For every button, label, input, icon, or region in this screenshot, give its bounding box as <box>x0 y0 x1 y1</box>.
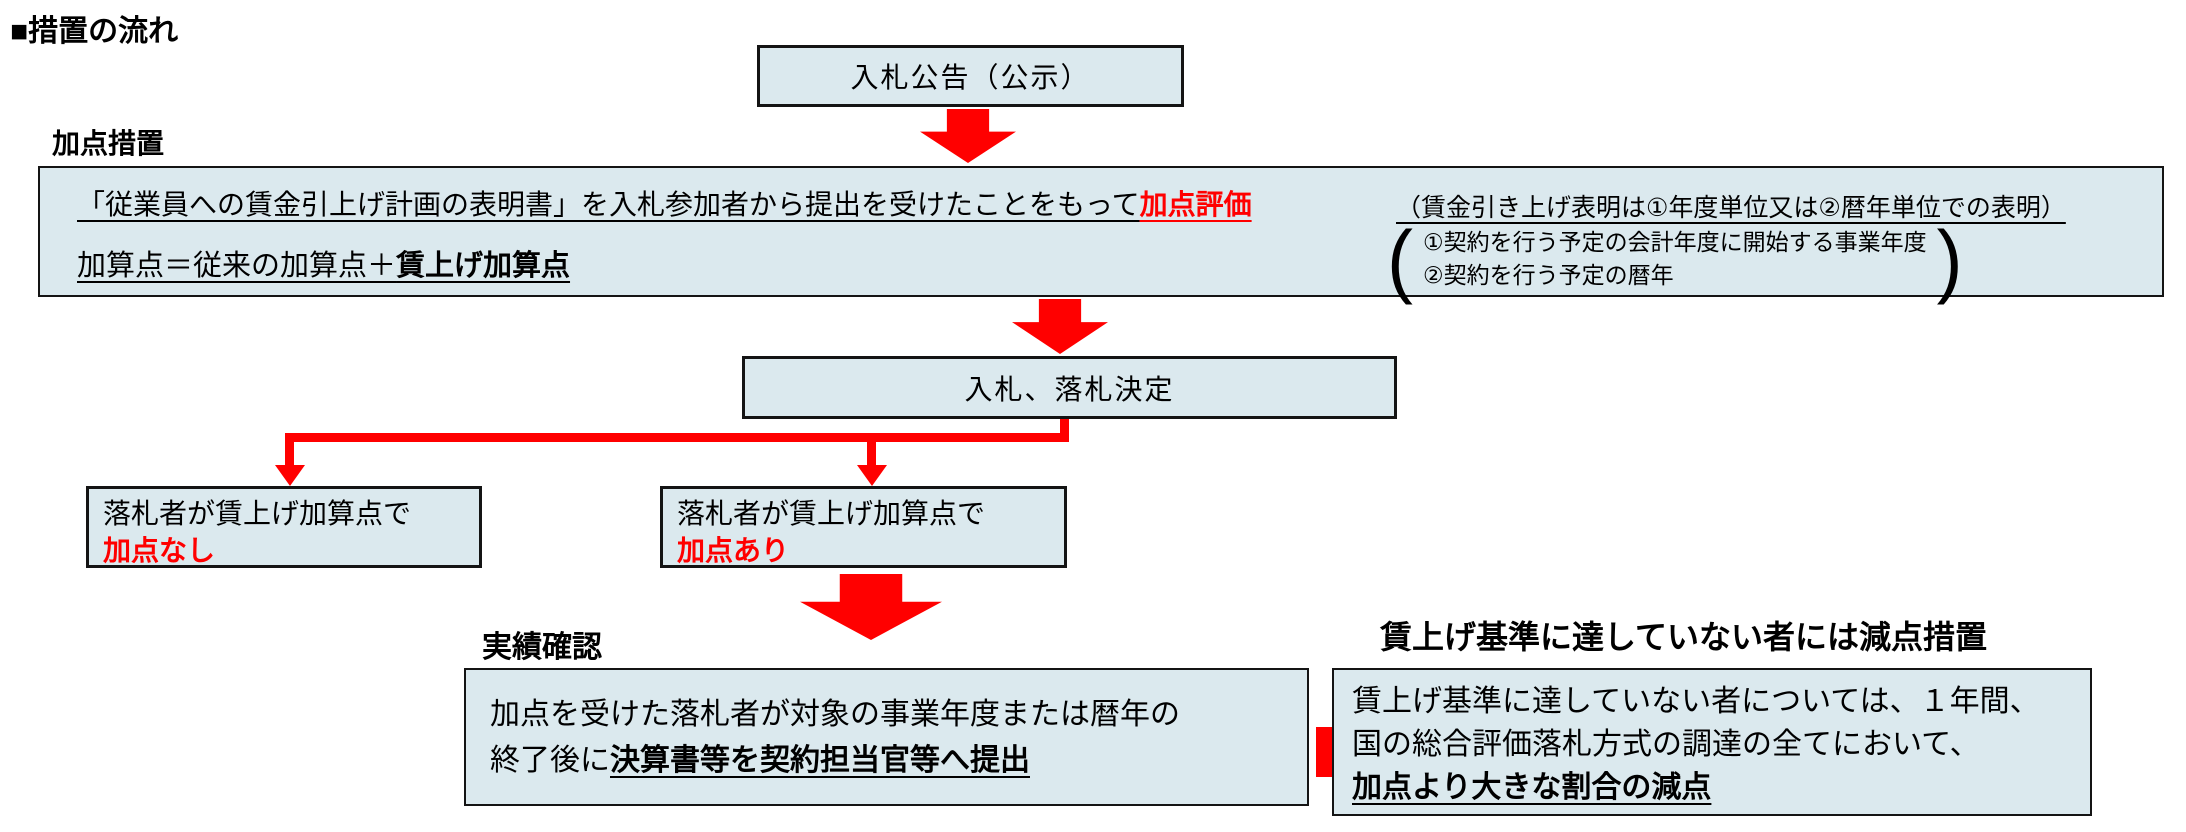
bracket-open-icon: ( <box>1387 212 1413 306</box>
down-arrowhead-icon <box>275 465 305 486</box>
connector-left-drop-line <box>285 433 294 467</box>
node-bonus-granted: 落札者が賃上げ加算点で 加点あり <box>660 486 1067 568</box>
bracket-line-2: ②契約を行う予定の暦年 <box>1422 262 1674 288</box>
penalty-line1: 賃上げ基準に達していない者については、１年間、 <box>1352 685 2040 718</box>
connector-stub-line <box>1060 419 1069 442</box>
node-bid-announcement-label: 入札公告（公示） <box>850 62 1091 93</box>
bracket-close-icon: ) <box>1936 212 1963 306</box>
penalty-heading: 賃上げ基準に達していない者には減点措置 <box>1380 619 1988 655</box>
down-block-arrow-icon <box>1012 299 1108 354</box>
bonus-evaluation-line2: 加算点＝従来の加算点＋賃上げ加算点 <box>77 242 570 284</box>
node-bonus-granted-line2: 加点あり <box>677 535 790 566</box>
penalty-line3: 加点より大きな割合の減点 <box>1352 771 1712 804</box>
bonus-measure-heading: 加点措置 <box>52 128 165 159</box>
result-confirmation-line2-bold: 決算書等を契約担当官等へ提出 <box>610 744 1030 777</box>
fiscal-year-bracket-note: ( ①契約を行う予定の会計年度に開始する事業年度 ②契約を行う予定の暦年 ) <box>1387 212 1963 306</box>
penalty-line2: 国の総合評価落札方式の調達の全てにおいて、 <box>1352 728 1980 761</box>
node-bonus-granted-line1: 落札者が賃上げ加算点で <box>677 498 986 529</box>
page-title: ■措置の流れ <box>10 15 179 48</box>
connector-mid-drop-line <box>867 433 876 467</box>
bracket-line-1: ①契約を行う予定の会計年度に開始する事業年度 <box>1422 229 1927 255</box>
bonus-evaluation-line1-main: 「従業員への賃金引上げ計画の表明書」を入札参加者から提出を受けたことをもって <box>77 189 1140 220</box>
node-no-bonus-line1: 落札者が賃上げ加算点で <box>103 498 412 529</box>
result-confirmation-line1: 加点を受けた落札者が対象の事業年度または暦年の <box>490 698 1180 731</box>
result-confirmation-line2-prefix: 終了後に <box>490 744 610 777</box>
node-bid-announcement: 入札公告（公示） <box>757 45 1184 107</box>
bonus-evaluation-line1: 「従業員への賃金引上げ計画の表明書」を入札参加者から提出を受けたことをもって加点… <box>77 183 1252 223</box>
node-penalty: 賃上げ基準に達していない者については、１年間、 国の総合評価落札方式の調達の全て… <box>1332 668 2092 816</box>
bonus-evaluation-line2-bold: 賃上げ加算点 <box>396 250 571 282</box>
down-arrowhead-icon <box>857 465 887 486</box>
result-check-heading: 実績確認 <box>482 631 602 664</box>
node-bonus-evaluation: 「従業員への賃金引上げ計画の表明書」を入札参加者から提出を受けたことをもって加点… <box>38 166 2164 306</box>
result-confirmation-line2: 終了後に決算書等を契約担当官等へ提出 <box>490 738 1307 784</box>
fiscal-year-bracket-lines: ①契約を行う予定の会計年度に開始する事業年度 ②契約を行う予定の暦年 <box>1423 226 1927 292</box>
node-no-bonus: 落札者が賃上げ加算点で 加点なし <box>86 486 482 568</box>
node-award-decision: 入札、落札決定 <box>742 356 1397 419</box>
down-block-arrow-icon <box>800 574 942 640</box>
node-award-decision-label: 入札、落札決定 <box>964 373 1175 405</box>
down-block-arrow-icon <box>920 109 1016 163</box>
node-no-bonus-line2: 加点なし <box>103 535 216 566</box>
node-result-confirmation: 加点を受けた落札者が対象の事業年度または暦年の 終了後に決算書等を契約担当官等へ… <box>464 668 1309 806</box>
bonus-evaluation-line1-note: （賃金引き上げ表明は①年度単位又は②暦年単位での表明） <box>1396 194 2066 222</box>
bonus-evaluation-line2-prefix: 加算点＝従来の加算点＋ <box>77 250 397 282</box>
bonus-evaluation-line1-red: 加点評価 <box>1139 189 1252 220</box>
connector-horizontal-line <box>285 433 1069 442</box>
